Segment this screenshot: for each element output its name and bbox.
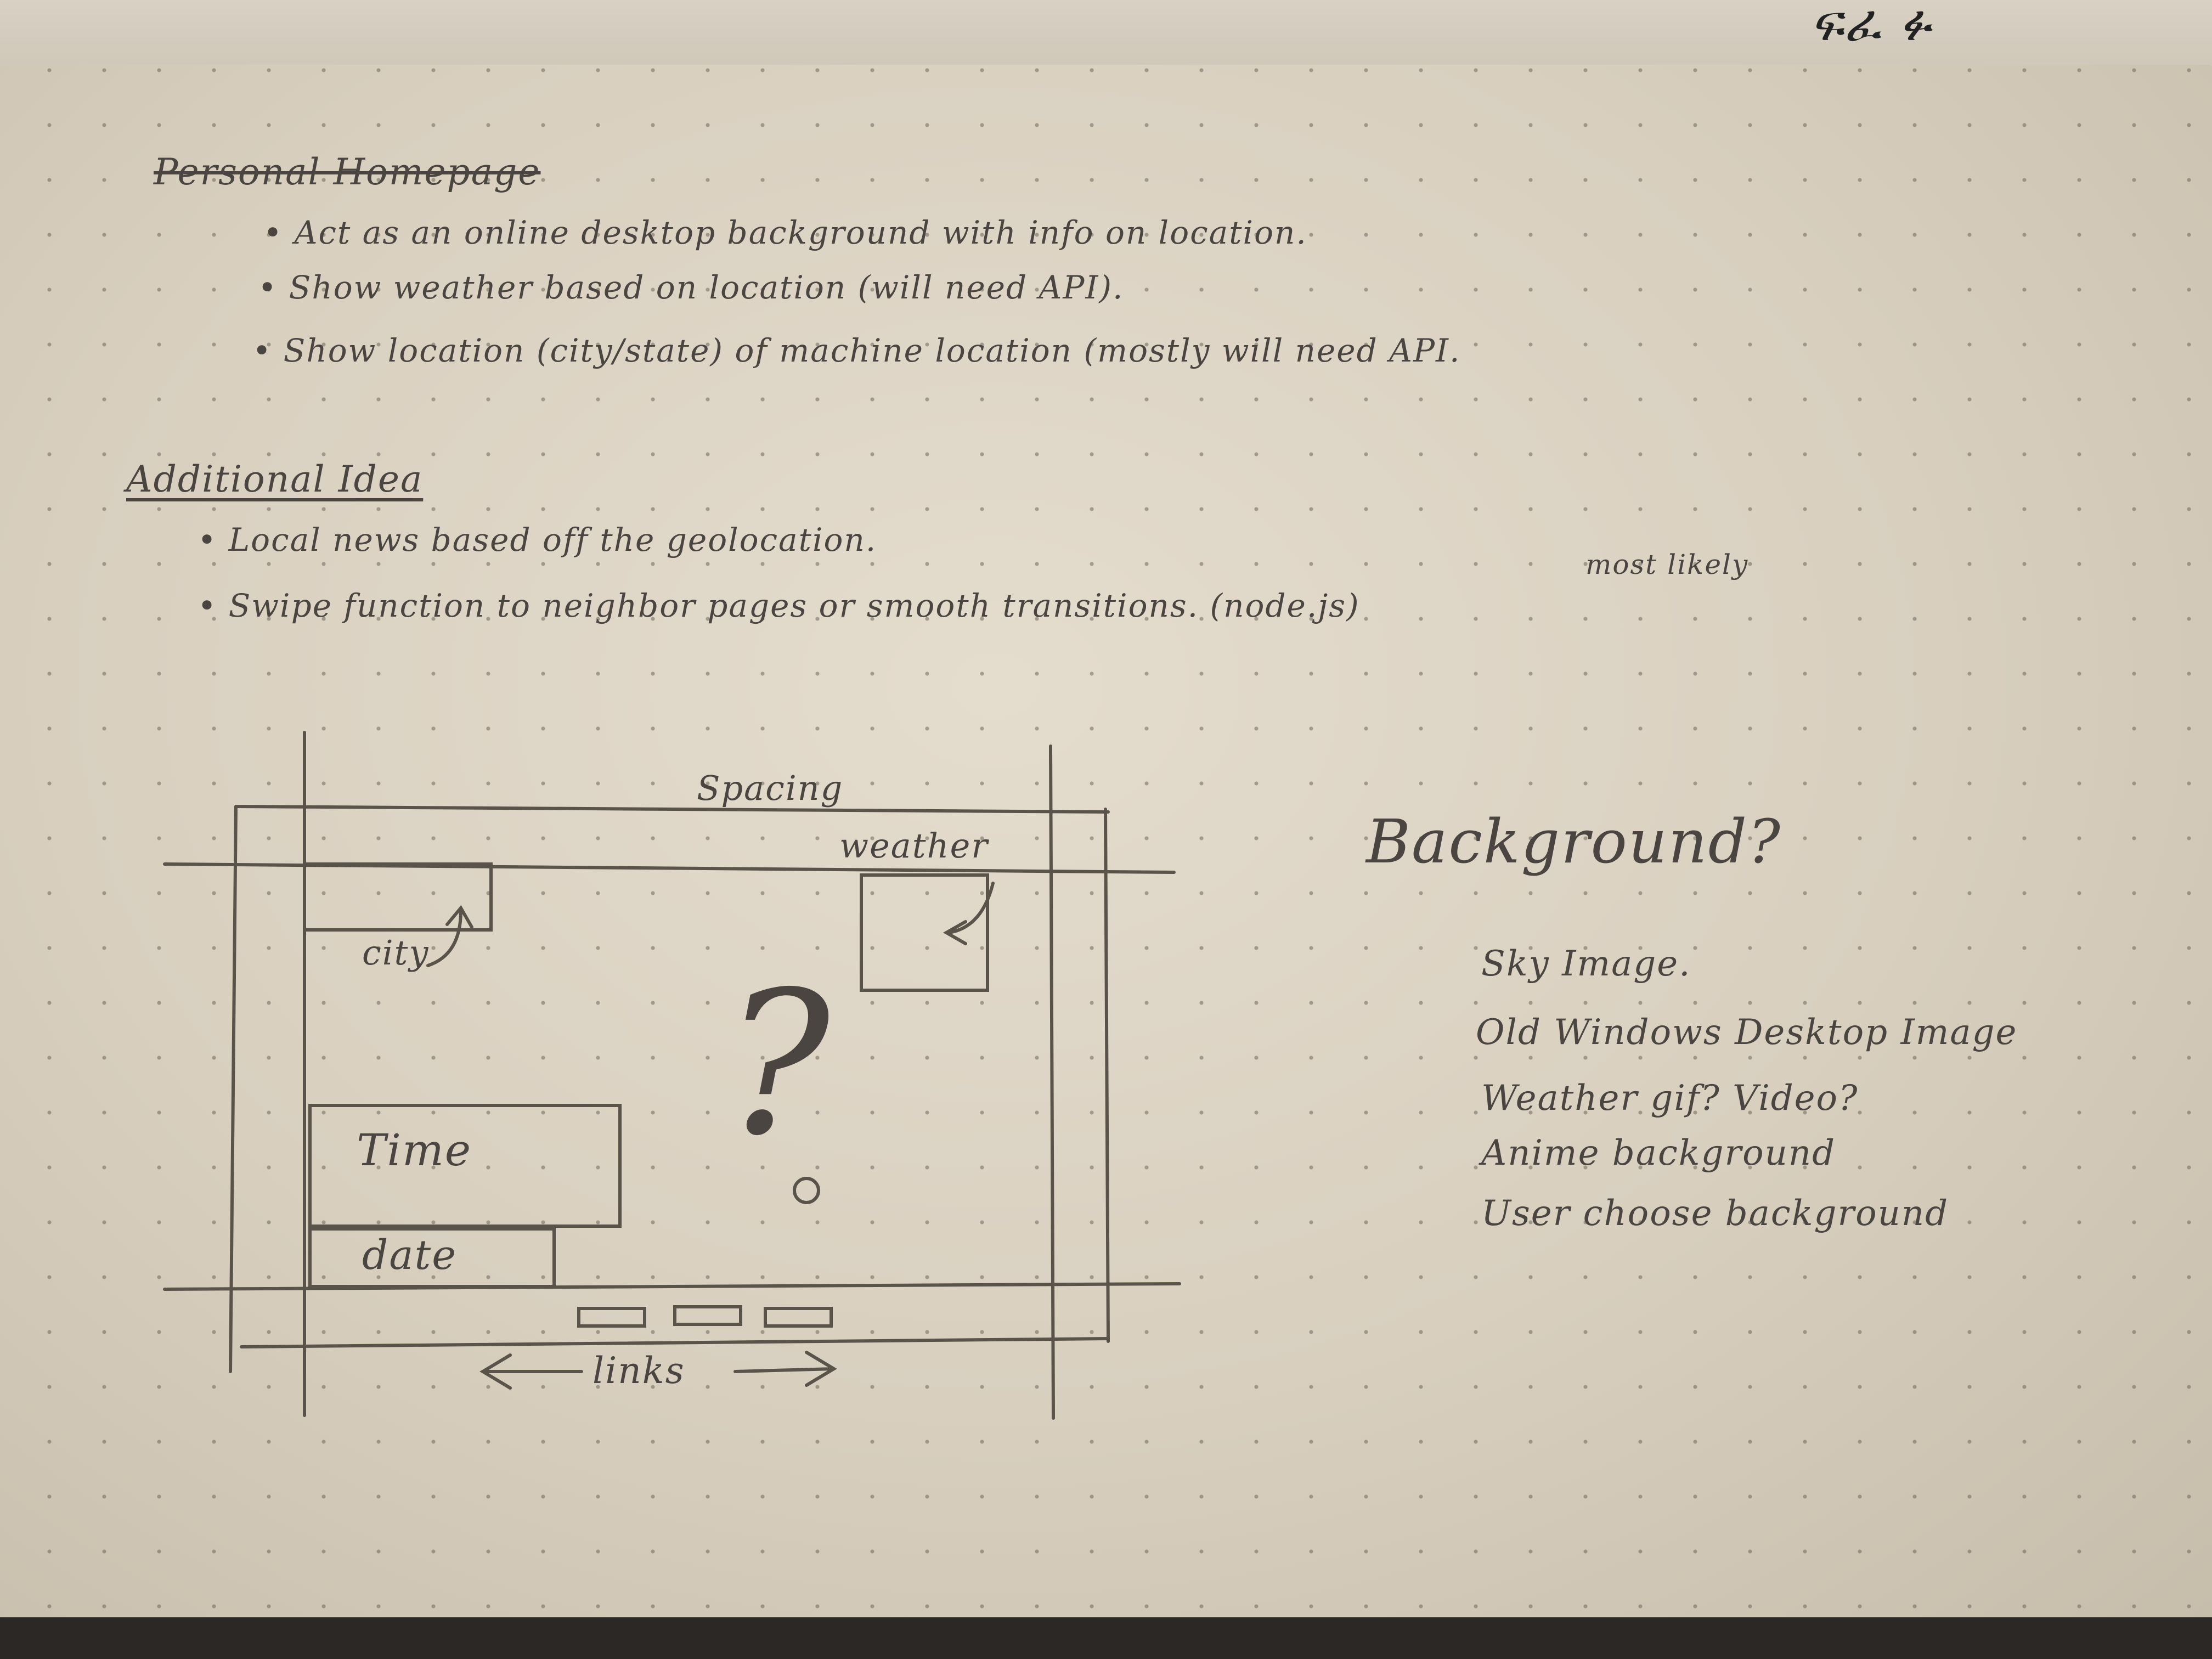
city-arrow [426,905,473,967]
background-option: Weather gif? Video? [1481,1078,1859,1119]
frame-line-bottom-outer [240,1337,1110,1348]
previous-page-edge: ፍፈ ፉ [0,0,2212,71]
bullet-item: • Show location (city/state) of machine … [252,332,1461,369]
link-box [764,1307,833,1328]
additional-heading: Additional Idea [126,458,424,500]
header-scribble: ፍፈ ፉ [1810,0,1932,52]
frame-line-top-outer [234,805,1110,814]
links-arrow-left [479,1353,583,1390]
frame-line-bottom-inner [163,1282,1181,1291]
link-box [577,1307,646,1328]
frame-line-right-inner [1049,744,1055,1420]
bullet-item: • Local news based off the geolocation. [198,521,877,558]
background-heading: Background? [1366,806,1781,877]
time-label: Time [357,1125,472,1176]
bullet-text: Show location (city/state) of machine lo… [283,332,1461,369]
background-option: User choose background [1481,1193,1949,1234]
city-box [303,862,493,932]
background-option: Anime background [1481,1133,1836,1173]
date-label: date [362,1232,458,1279]
page-title: Personal Homepage [154,151,541,193]
bullet-item: • Show weather based on location (will n… [258,269,1124,306]
weather-box [860,873,989,992]
spacing-label: Spacing [697,768,844,808]
additional-note: most likely [1585,549,1749,580]
scribble-dot [793,1177,820,1204]
links-label: links [592,1350,685,1392]
background-option: Old Windows Desktop Image [1476,1012,2018,1053]
frame-line-right-outer [1104,808,1110,1343]
links-arrow-right [733,1351,837,1387]
weather-label: weather [839,826,989,866]
bullet-text: Swipe function to neighbor pages or smoo… [228,587,1360,624]
frame-line-left-outer [229,805,238,1373]
date-box [308,1227,556,1288]
bullet-item: • Act as an online desktop background wi… [263,214,1307,251]
bullet-item: • Swipe function to neighbor pages or sm… [198,587,1360,624]
weather-arrow [943,882,995,945]
bullet-text: Show weather based on location (will nee… [289,269,1124,306]
bullet-text: Act as an online desktop background with… [294,214,1307,251]
time-box [308,1104,622,1228]
city-label: city [362,933,430,973]
question-mark: ? [724,949,832,1179]
link-box [673,1305,742,1326]
bullet-text: Local news based off the geolocation. [228,521,877,558]
background-option: Sky Image. [1481,944,1691,984]
